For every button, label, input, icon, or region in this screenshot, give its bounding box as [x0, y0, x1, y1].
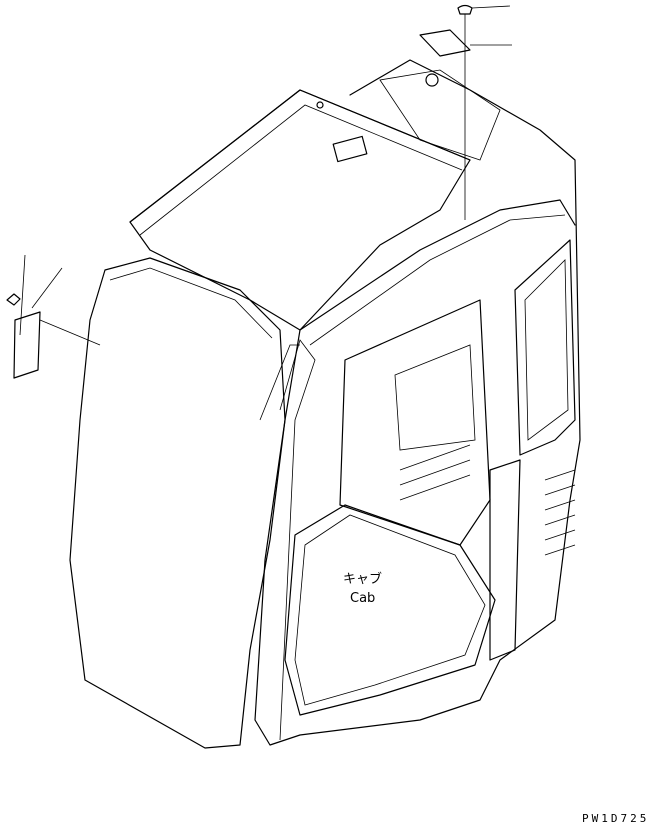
part-name-en: Cab [350, 591, 375, 606]
front-guard-panel [69, 257, 286, 749]
top-bolt-callout [419, 4, 512, 220]
roof-hardware [316, 69, 501, 163]
left-bolt-callout [6, 254, 101, 379]
drawing-code: PW1D725 [582, 812, 649, 825]
vent-louver [544, 469, 576, 556]
part-name-jp: キャブ [343, 571, 382, 587]
top-guard-panel [129, 89, 471, 331]
cab-body [254, 59, 581, 746]
